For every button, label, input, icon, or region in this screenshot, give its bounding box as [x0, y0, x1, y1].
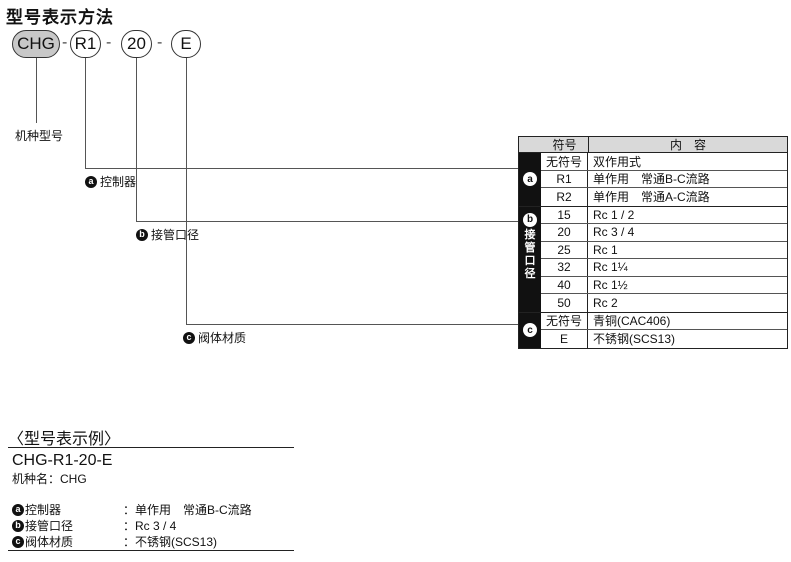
badge-c-icon: c [12, 535, 24, 548]
example-divider [8, 447, 294, 448]
example-value-a: ：单作用 常通B-C流路 [123, 503, 252, 517]
badge-b-icon: b [136, 228, 148, 241]
example-model-line: 机种名：CHG [12, 472, 87, 486]
leader-material-h [186, 324, 519, 325]
badge-a-icon: a [523, 172, 537, 187]
group-b-label: 接 管 口 径 [524, 228, 536, 280]
badge-c-icon: c [183, 331, 195, 344]
code-separator: - [62, 34, 68, 51]
label-material: c 阀体材质 [183, 329, 246, 346]
code-port-pill: 20 [121, 30, 152, 58]
header-content: 内 容 [669, 138, 706, 152]
badge-a-icon: a [12, 503, 24, 516]
label-port: b 接管口径 [136, 226, 199, 243]
table-header: 符号 内 容 [519, 137, 787, 153]
code-separator: - [157, 34, 163, 51]
label-operation: a 控制器 [85, 173, 136, 190]
label-series: 机种型号 [15, 129, 64, 143]
example-value-b: ：Rc 3 / 4 [123, 519, 177, 533]
code-operation-pill: R1 [70, 30, 101, 58]
leader-operation [85, 58, 86, 168]
table-row: 无符号青铜(CAC406) [541, 312, 787, 330]
leader-operation-h [85, 168, 519, 169]
badge-a-icon: a [85, 175, 97, 188]
badge-b-icon: b [12, 519, 24, 532]
leader-port-h [136, 221, 519, 222]
example-item-b: b 接管口径 [12, 517, 73, 534]
example-code: CHG-R1-20-E [12, 452, 113, 469]
code-material-pill: E [171, 30, 201, 58]
example-bottom-rule [8, 550, 294, 551]
badge-c-icon: c [523, 323, 537, 337]
code-separator: - [106, 34, 112, 51]
badge-b-icon: b [523, 212, 537, 227]
example-item-c: c 阀体材质 [12, 533, 73, 550]
leader-material [186, 58, 187, 324]
header-symbol: 符号 [541, 137, 589, 152]
page-title: 型号表示方法 [6, 8, 114, 27]
table-row: 无符号双作用式 [541, 153, 787, 171]
example-item-a: a 控制器 [12, 501, 61, 518]
example-title: 〈型号表示例〉 [8, 431, 121, 448]
example-value-c: ：不锈钢(SCS13) [123, 535, 218, 549]
leader-port [136, 58, 137, 221]
leader-series [36, 58, 37, 123]
code-series-pill: CHG [12, 30, 60, 58]
